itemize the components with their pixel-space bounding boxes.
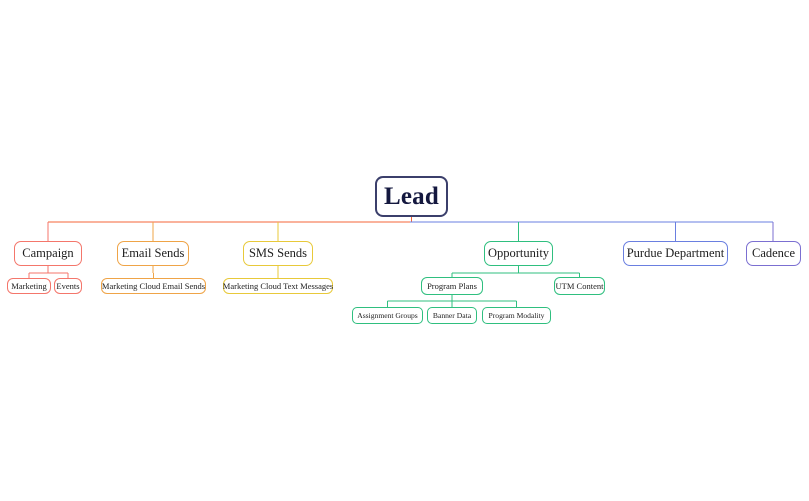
node-marketing-cloud-email-sends[interactable]: Marketing Cloud Email Sends xyxy=(101,278,206,294)
node-events[interactable]: Events xyxy=(54,278,82,294)
node-label: Program Modality xyxy=(488,310,545,320)
node-label: Purdue Department xyxy=(626,246,725,261)
node-email-sends[interactable]: Email Sends xyxy=(117,241,189,266)
node-label: SMS Sends xyxy=(248,246,307,261)
node-label: Program Plans xyxy=(427,280,477,291)
node-label: Marketing xyxy=(11,280,47,291)
node-program-plans[interactable]: Program Plans xyxy=(421,277,483,295)
node-utm-content[interactable]: UTM Content xyxy=(554,277,605,295)
node-marketing-cloud-text-messages[interactable]: Marketing Cloud Text Messages xyxy=(223,278,333,294)
node-label: Events xyxy=(56,280,80,291)
node-label: Cadence xyxy=(751,246,796,261)
node-label: Email Sends xyxy=(121,246,185,261)
node-label: Opportunity xyxy=(487,246,550,261)
node-root-lead[interactable]: Lead xyxy=(375,176,448,217)
node-label: Assignment Groups xyxy=(357,310,418,320)
node-label: Campaign xyxy=(22,246,74,261)
node-campaign[interactable]: Campaign xyxy=(14,241,82,266)
node-cadence[interactable]: Cadence xyxy=(746,241,801,266)
node-label: Marketing Cloud Email Sends xyxy=(101,280,206,291)
node-marketing[interactable]: Marketing xyxy=(7,278,51,294)
node-banner-data[interactable]: Banner Data xyxy=(427,307,477,324)
node-program-modality[interactable]: Program Modality xyxy=(482,307,551,324)
node-assignment-groups[interactable]: Assignment Groups xyxy=(352,307,423,324)
node-sms-sends[interactable]: SMS Sends xyxy=(243,241,313,266)
node-label: Banner Data xyxy=(432,310,472,320)
node-label: Marketing Cloud Text Messages xyxy=(222,280,334,291)
node-label: UTM Content xyxy=(555,280,604,291)
node-opportunity[interactable]: Opportunity xyxy=(484,241,553,266)
node-label: Lead xyxy=(384,183,439,210)
node-purdue-department[interactable]: Purdue Department xyxy=(623,241,728,266)
